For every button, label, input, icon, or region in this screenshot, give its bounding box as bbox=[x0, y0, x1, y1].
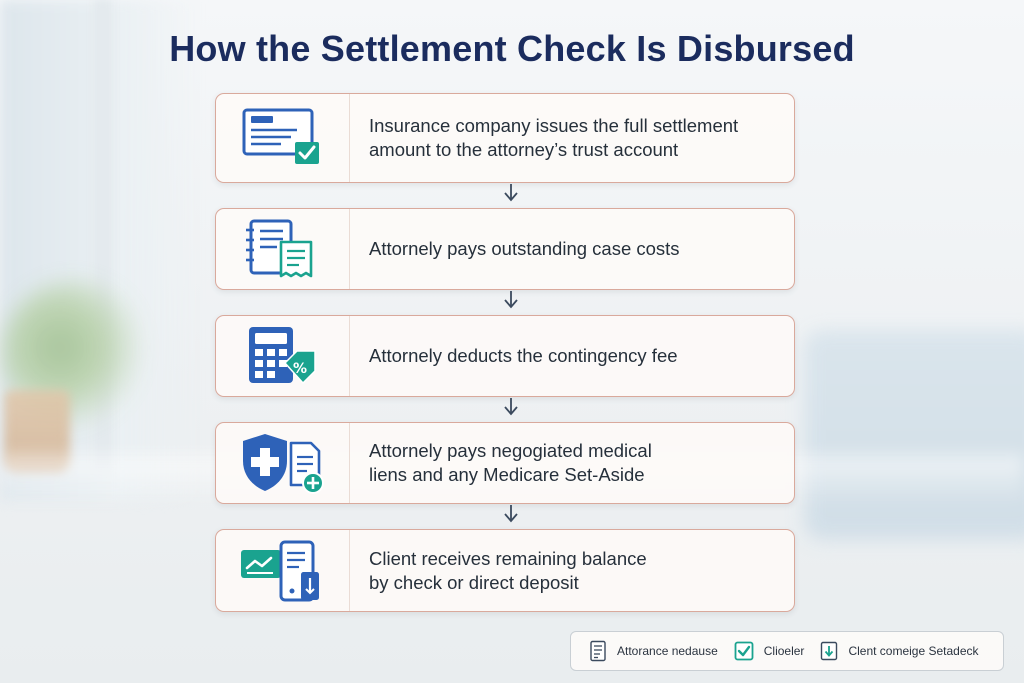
step-text-line: by check or direct deposit bbox=[369, 571, 579, 593]
step-text: Attornely pays negogiated medical liens … bbox=[369, 423, 776, 503]
step-text: Attornely deducts the contingency fee bbox=[369, 316, 776, 396]
step-icon-cell bbox=[216, 530, 350, 611]
ledger-receipt-icon bbox=[245, 218, 321, 280]
step-text-line: liens and any Medicare Set-Aside bbox=[369, 464, 645, 485]
step-icon-cell bbox=[216, 209, 350, 289]
step-icon-cell bbox=[216, 423, 350, 503]
legend: Attorance nedause Clioeler Clent comeige… bbox=[570, 631, 1004, 671]
legend-label: Attorance nedause bbox=[617, 644, 718, 658]
step-text: Client receives remaining balance by che… bbox=[369, 530, 776, 611]
step-card-4: Attornely pays negogiated medical liens … bbox=[215, 422, 795, 504]
legend-item: Clioeler bbox=[734, 641, 805, 661]
background-window bbox=[0, 0, 200, 500]
step-text-line: Attornely pays outstanding case costs bbox=[369, 238, 680, 259]
legend-label: Clent comeige Setadeck bbox=[848, 644, 979, 658]
legend-item: Attorance nedause bbox=[589, 640, 718, 662]
connector-arrow bbox=[504, 184, 518, 202]
legend-item: Clent comeige Setadeck bbox=[820, 641, 979, 661]
step-card-3: % Attornely deducts the contingency fee bbox=[215, 315, 795, 397]
background-plant bbox=[0, 280, 150, 430]
step-card-5: Client receives remaining balance by che… bbox=[215, 529, 795, 612]
legend-label: Clioeler bbox=[763, 644, 805, 658]
background-sofa bbox=[804, 330, 1024, 540]
svg-text:%: % bbox=[292, 361, 306, 377]
document-icon bbox=[589, 640, 607, 662]
calculator-percent-icon: % bbox=[245, 325, 321, 387]
step-text-line: Client receives remaining balance bbox=[369, 547, 647, 569]
step-card-2: Attornely pays outstanding case costs bbox=[215, 208, 795, 290]
step-text: Insurance company issues the full settle… bbox=[369, 94, 776, 182]
page-title: How the Settlement Check Is Disbursed bbox=[169, 28, 855, 69]
background-plant-pot bbox=[4, 390, 70, 472]
step-icon-cell bbox=[216, 94, 350, 182]
connector-arrow bbox=[504, 291, 518, 309]
step-text-line: Insurance company issues the full settle… bbox=[369, 115, 739, 136]
step-text-line: Attornely pays negogiated medical bbox=[369, 440, 652, 461]
checkbox-icon bbox=[734, 641, 754, 661]
download-icon bbox=[820, 641, 838, 661]
step-card-1: Insurance company issues the full settle… bbox=[215, 93, 795, 183]
connector-arrow bbox=[504, 398, 518, 416]
check-document-icon bbox=[241, 107, 325, 169]
step-text-line: Attornely deducts the contingency fee bbox=[369, 345, 678, 366]
phone-cash-icon bbox=[237, 538, 329, 604]
medical-shield-icon bbox=[239, 431, 327, 495]
background-window-frame bbox=[95, 0, 111, 470]
step-text-line: amount to the attorney’s trust account bbox=[369, 139, 679, 160]
step-text: Attornely pays outstanding case costs bbox=[369, 209, 776, 289]
connector-arrow bbox=[504, 505, 518, 523]
step-icon-cell: % bbox=[216, 316, 350, 396]
